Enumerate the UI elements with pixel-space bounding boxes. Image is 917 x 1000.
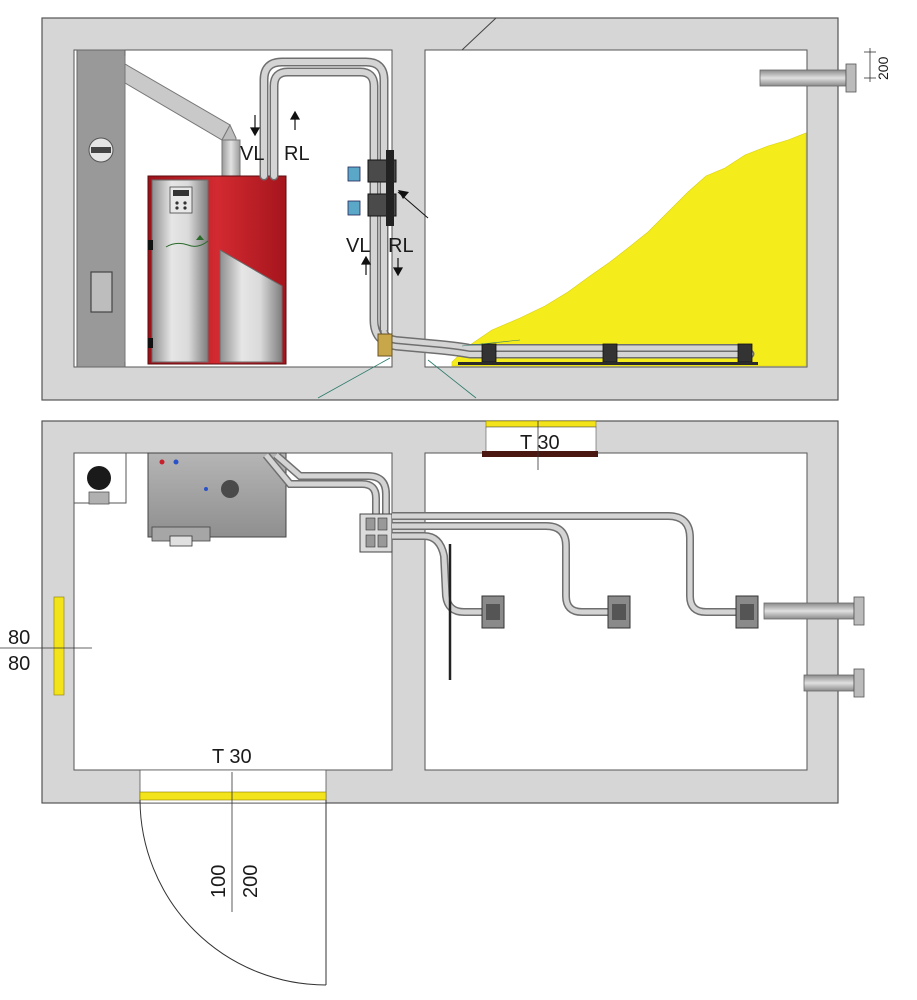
section-view: VL RL VL RL 200: [41, 17, 891, 401]
flow-arrows: [249, 110, 404, 277]
heating-pipes-plan: [262, 451, 390, 532]
chimney-inspection-door: [90, 271, 113, 313]
window-yellow-marker: [53, 596, 65, 696]
label-supply-bottom: VL: [346, 235, 370, 257]
wall-penetration-sleeve: [377, 333, 393, 357]
label-window-bottom: 80: [8, 653, 30, 675]
pellet-pile: [451, 132, 807, 367]
label-return-top: RL: [284, 143, 310, 165]
label-door-height: 200: [240, 865, 262, 898]
storage-door-frame: [482, 451, 598, 457]
outside-pipe-stub: [759, 63, 857, 93]
label-pipe-height: 200: [875, 56, 891, 80]
chimney-flue-icon: [87, 466, 111, 505]
storage-door-yellow: [485, 420, 597, 428]
boiler-plan: [147, 452, 287, 547]
fill-coupling-upper: [763, 596, 865, 626]
suction-probes: [481, 595, 759, 629]
shutoff-valves: [347, 150, 397, 226]
main-door-yellow: [139, 791, 327, 801]
main-door-swing-arc: [139, 799, 327, 986]
label-window-top: 80: [8, 627, 30, 649]
pellet-boiler: [147, 175, 287, 365]
extraction-pipes-plan: [392, 512, 736, 616]
fill-coupling-lower: [803, 668, 865, 698]
label-door-width: 100: [208, 865, 230, 898]
valve-block-plan: [359, 513, 393, 553]
chimney-shaft: [76, 49, 126, 368]
label-door-main-rating: T 30: [212, 746, 252, 768]
plan-view: T 30: [0, 420, 865, 986]
flue-pipe: [124, 63, 241, 177]
dimension-pipe-height: [864, 48, 876, 82]
label-supply-top: VL: [240, 143, 264, 165]
chimney-cleanout-icon: [88, 137, 114, 163]
label-door-top-rating: T 30: [520, 432, 560, 454]
label-return-bottom: RL: [388, 235, 414, 257]
storage-door-opening: [485, 426, 597, 454]
pellet-extraction-couplers: [458, 343, 758, 365]
